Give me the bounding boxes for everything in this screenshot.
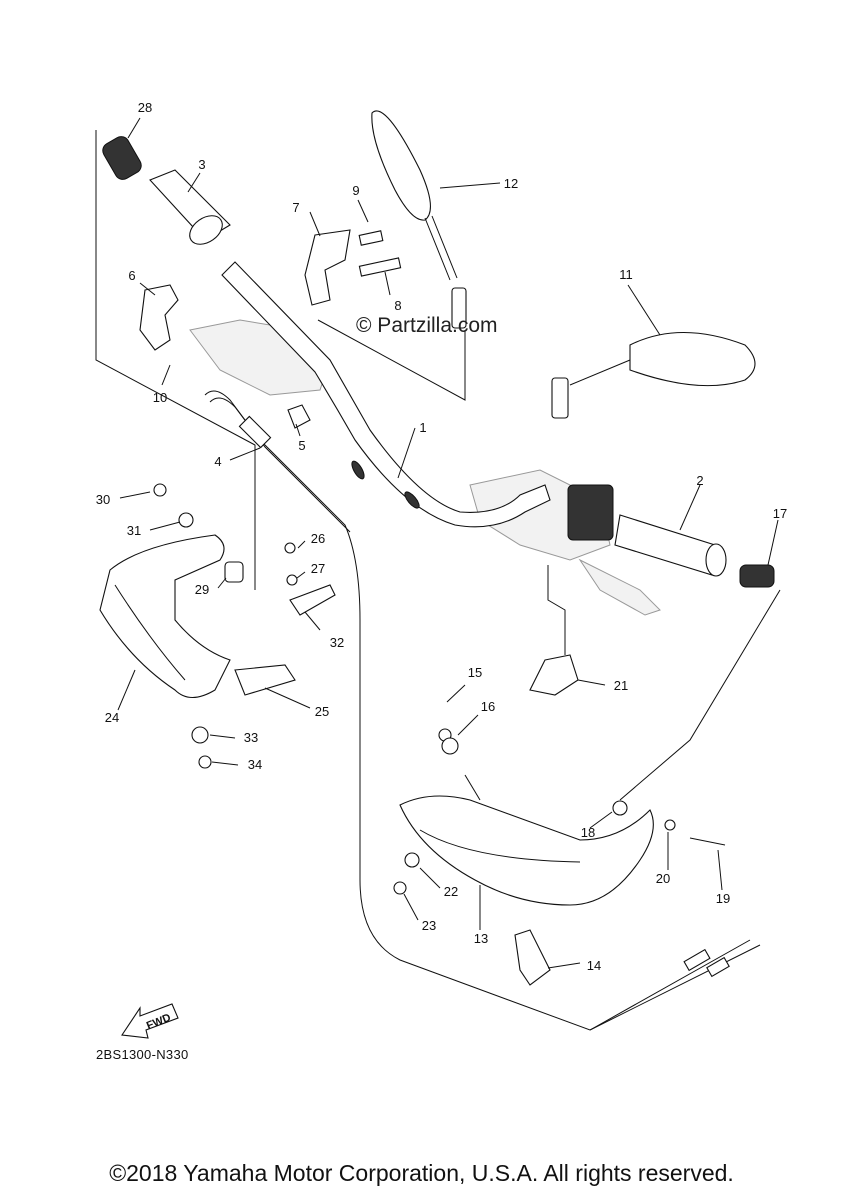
part-label-16: 16 [481,699,495,714]
copyright-notice: ©2018 Yamaha Motor Corporation, U.S.A. A… [109,1160,734,1186]
handlebar [189,261,661,616]
assembly-lines [95,130,781,801]
part-label-8: 8 [394,298,401,313]
hand-guard [393,728,726,986]
part-label-7: 7 [292,200,299,215]
part-label-18: 18 [581,825,595,840]
part-label-3: 3 [198,157,205,172]
leader-lines [117,117,779,969]
part-label-1: 1 [419,420,426,435]
right-grip [567,484,775,588]
part-label-4: 4 [214,454,221,469]
part-labels: 28 3 7 9 8 6 10 12 11 1 2 17 4 5 30 31 2… [96,100,787,973]
part-label-12: 12 [504,176,518,191]
part-label-29: 29 [195,582,209,597]
part-label-33: 33 [244,730,258,745]
part-label-10: 10 [153,390,167,405]
part-label-2: 2 [696,473,703,488]
part-label-20: 20 [656,871,670,886]
clamps [139,229,579,696]
part-label-22: 22 [444,884,458,899]
fwd-arrow-icon: FWD [121,1003,179,1039]
part-label-24: 24 [105,710,119,725]
part-label-25: 25 [315,704,329,719]
part-label-32: 32 [330,635,344,650]
part-label-6: 6 [128,268,135,283]
part-label-11: 11 [619,267,633,282]
mirrors [371,110,756,419]
part-label-31: 31 [127,523,141,538]
part-label-5: 5 [298,438,305,453]
diagram-code: 2BS1300-N330 [96,1047,189,1062]
part-label-30: 30 [96,492,110,507]
headlight-cowl [99,483,336,769]
left-grip [102,136,231,245]
part-label-14: 14 [587,958,601,973]
part-label-26: 26 [311,531,325,546]
part-label-23: 23 [422,918,436,933]
part-label-27: 27 [311,561,325,576]
watermark: © Partzilla.com [356,314,498,337]
part-label-34: 34 [248,757,262,772]
part-label-13: 13 [474,931,488,946]
part-label-15: 15 [468,665,482,680]
part-label-17: 17 [773,506,787,521]
part-label-28: 28 [138,100,152,115]
part-label-21: 21 [614,678,628,693]
throttle-cable [204,390,761,1031]
part-label-19: 19 [716,891,730,906]
part-label-9: 9 [352,183,359,198]
